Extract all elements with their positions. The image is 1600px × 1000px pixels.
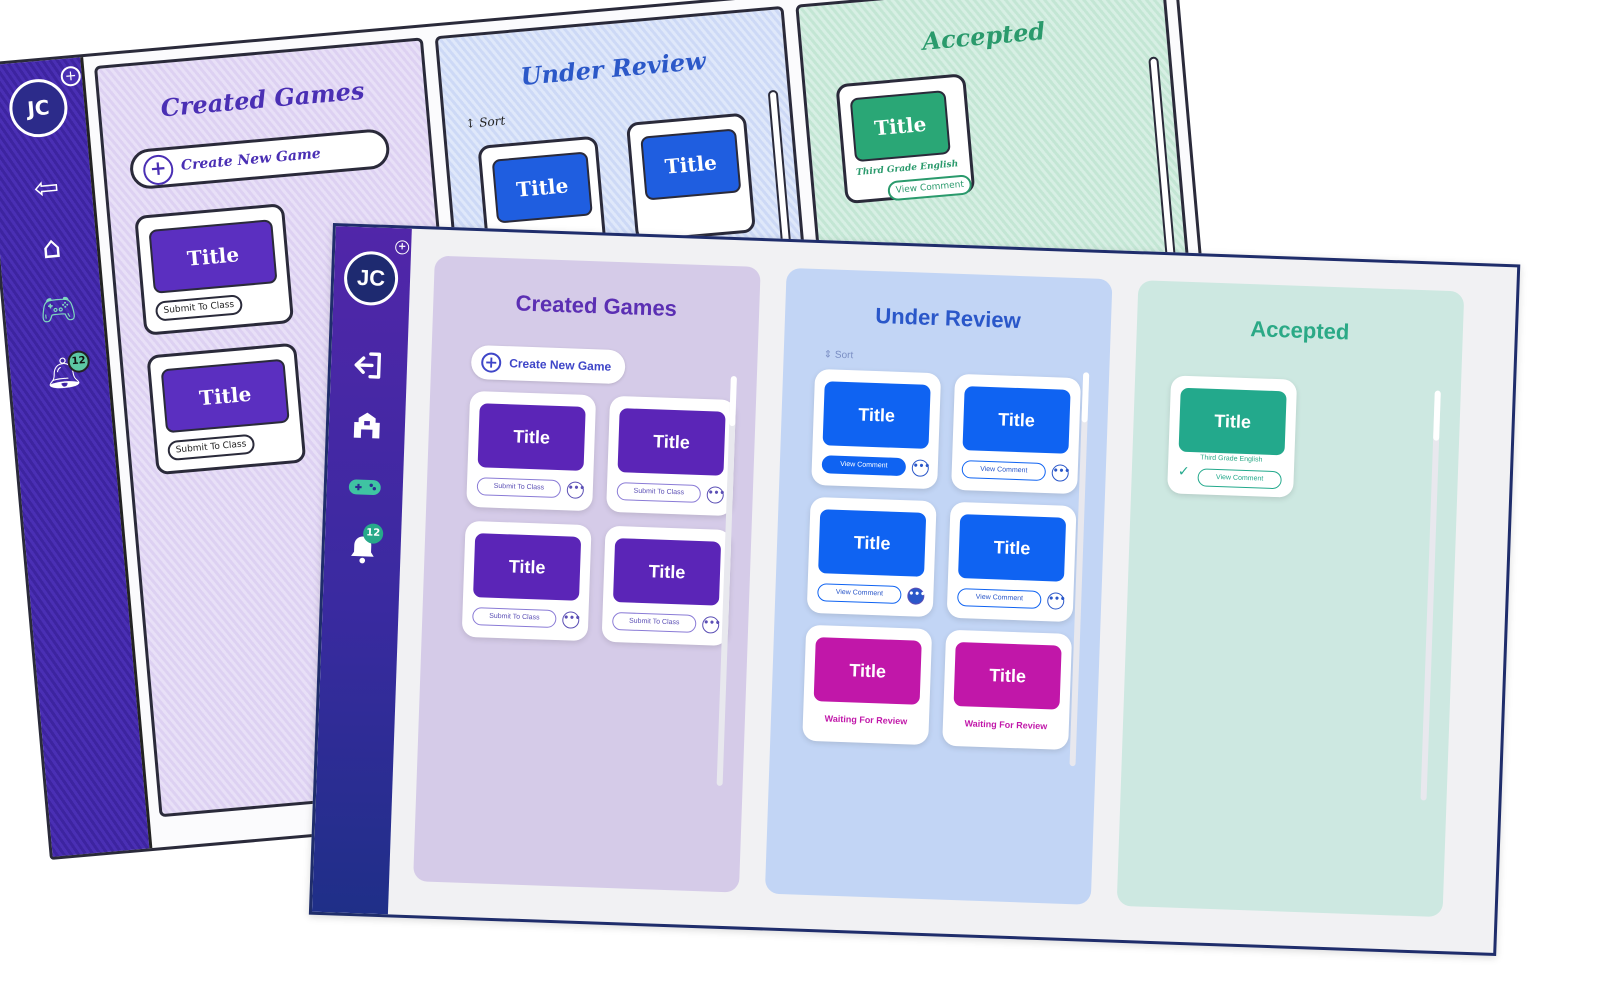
app-window: JC + <box>308 223 1521 957</box>
gamepad-icon[interactable] <box>344 467 385 508</box>
card-title: Title <box>953 641 1062 710</box>
submit-to-class-button[interactable]: Submit To Class <box>472 607 557 629</box>
scrollbar[interactable] <box>1420 390 1441 801</box>
more-options-icon[interactable]: ••• <box>701 616 721 634</box>
sketch-avatar: JC <box>7 76 70 140</box>
sort-control[interactable]: ⇕ Sort <box>824 349 854 361</box>
card-title: Title <box>473 533 582 601</box>
card-title: Title <box>957 514 1067 582</box>
game-card[interactable]: Title Submit To Class ••• <box>601 525 732 647</box>
submit-to-class-button[interactable]: Submit To Class <box>476 477 562 499</box>
sketch-accepted-title: Accepted <box>921 16 1047 56</box>
sketch-card: Title Submit To Class <box>134 203 295 336</box>
sketch-card: Title Third Grade English View Comment <box>835 73 976 205</box>
sketch-create-button: Create New Game <box>128 127 391 191</box>
plus-icon[interactable]: + <box>394 240 410 255</box>
game-card[interactable]: Title Waiting For Review <box>942 629 1073 750</box>
create-new-game-label: Create New Game <box>508 356 612 374</box>
more-options-icon[interactable]: ••• <box>907 587 926 605</box>
column-under-review: Under Review ⇕ Sort Title View Comment •… <box>764 267 1113 905</box>
submit-to-class-button[interactable]: Submit To Class <box>616 482 702 503</box>
card-title: Title <box>822 381 931 449</box>
sketch-card-title: Title <box>640 128 742 201</box>
column-title: Accepted <box>1249 316 1350 345</box>
sketch-sort-text: Sort <box>478 113 506 130</box>
card-title: Title <box>962 386 1071 454</box>
sketch-sort-label: ↕ Sort <box>464 113 506 131</box>
game-card[interactable]: Title View Comment ••• <box>946 501 1077 623</box>
school-icon[interactable] <box>346 405 387 446</box>
view-comment-button[interactable]: View Comment <box>1197 468 1282 490</box>
game-card[interactable]: Title View Comment ••• <box>811 368 942 490</box>
bell-icon[interactable]: 12 <box>342 523 384 570</box>
sketch-plus-icon: + <box>59 65 82 88</box>
view-comment-button[interactable]: View Comment <box>957 588 1042 609</box>
avatar[interactable]: JC <box>343 250 400 307</box>
more-options-icon[interactable]: ••• <box>706 486 725 504</box>
view-comment-button[interactable]: View Comment <box>961 460 1047 482</box>
sketch-submit-button: Submit To Class <box>166 433 256 462</box>
more-options-icon[interactable]: ••• <box>1046 592 1066 610</box>
card-title: Title <box>612 538 722 606</box>
sketch-card: Title Submit To Class <box>146 342 307 476</box>
sketch-gamepad-icon: 🎮︎ <box>37 290 79 329</box>
create-new-game-button[interactable]: + Create New Game <box>470 344 626 385</box>
scrollbar-thumb[interactable] <box>1081 372 1090 423</box>
game-card[interactable]: Title Submit To Class ••• <box>461 520 592 642</box>
column-created-games: Created Games + Create New Game Title Su… <box>413 255 761 893</box>
view-comment-button[interactable]: View Comment <box>817 583 902 605</box>
sidebar: JC + <box>311 226 412 915</box>
check-icon: ✓ <box>1177 463 1190 481</box>
card-title: Title <box>477 403 586 471</box>
logout-icon[interactable] <box>348 345 389 386</box>
sketch-card-title: Title <box>148 219 278 294</box>
game-card[interactable]: Title View Comment ••• <box>951 373 1082 495</box>
card-title: Title <box>818 509 927 577</box>
sketch-created-title: Created Games <box>159 75 366 123</box>
scrollbar-thumb[interactable] <box>1433 390 1441 441</box>
card-title: Title <box>1178 387 1287 456</box>
card-title: Title <box>617 408 726 476</box>
sketch-home-icon: ⌂ <box>40 229 63 267</box>
game-card[interactable]: Title Submit To Class ••• <box>606 395 737 517</box>
game-card[interactable]: Title Waiting For Review <box>802 624 933 746</box>
sketch-card-title: Title <box>160 358 290 434</box>
sort-label: Sort <box>834 349 854 362</box>
column-title: Created Games <box>515 290 678 322</box>
more-options-icon[interactable]: ••• <box>1051 464 1070 482</box>
more-options-icon[interactable]: ••• <box>561 611 581 629</box>
sketch-card: Title <box>625 112 756 243</box>
scrollbar-thumb[interactable] <box>729 375 737 427</box>
sketch-view-comment: View Comment <box>887 174 973 202</box>
column-title: Under Review <box>874 302 1022 334</box>
submit-to-class-button[interactable]: Submit To Class <box>611 611 697 633</box>
sketch-logout-icon: ⇦ <box>32 169 61 207</box>
sketch-card-subject: Third Grade English <box>855 159 959 179</box>
card-title: Title <box>813 637 922 705</box>
sketch-review-title: Under Review <box>519 45 707 91</box>
notification-badge: 12 <box>362 523 384 544</box>
plus-circle-icon: + <box>480 352 502 373</box>
more-options-icon[interactable]: ••• <box>911 459 930 477</box>
column-accepted: Accepted Title Third Grade English ✓ Vie… <box>1116 280 1465 918</box>
status-waiting-for-review: Waiting For Review <box>964 718 1048 732</box>
game-card[interactable]: Title Submit To Class ••• <box>466 390 597 512</box>
status-waiting-for-review: Waiting For Review <box>824 713 908 727</box>
view-comment-button[interactable]: View Comment <box>821 455 907 477</box>
sort-icon: ⇕ <box>823 349 833 361</box>
sketch-submit-button: Submit To Class <box>154 294 243 322</box>
game-card[interactable]: Title Third Grade English ✓ View Comment <box>1167 375 1298 498</box>
sketch-card-title: Title <box>491 151 593 224</box>
more-options-icon[interactable]: ••• <box>566 481 585 499</box>
game-card[interactable]: Title View Comment ••• <box>806 496 937 618</box>
sketch-card-title: Title <box>849 90 951 163</box>
